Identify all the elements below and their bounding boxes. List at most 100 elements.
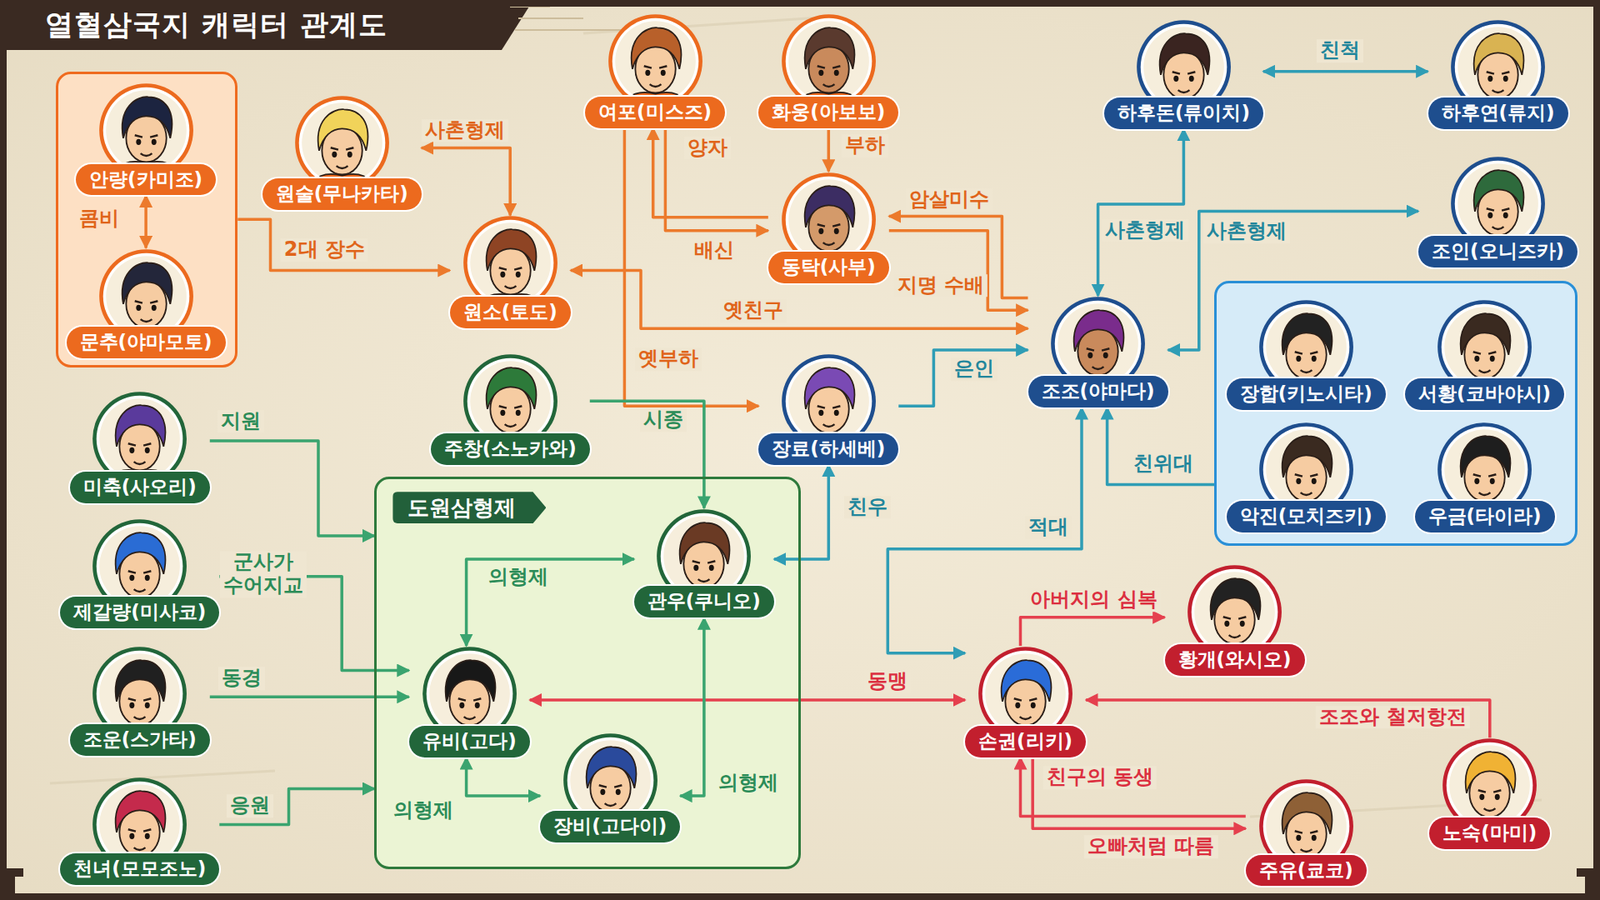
character-node: 노숙(마미) [1429,737,1550,850]
portrait-brows [330,147,354,150]
portrait-face [294,95,390,191]
character-node: 주유(쿄코) [1245,778,1367,886]
portrait-brows [643,65,667,68]
portrait-eye [459,702,465,709]
edge-label: 은인 [950,357,998,381]
portrait-brows [1295,474,1319,476]
edge-label-anchor: 친구의 동생 [1043,765,1157,790]
portrait-hair [1281,313,1332,355]
edge-label-anchor: 사촌형제 [1203,220,1290,244]
edge-label-anchor: 조조와 철저항전 [1315,705,1470,730]
relation-connector [1085,700,1490,738]
portrait-hair [1281,435,1332,478]
portrait-mouth [1492,90,1505,93]
portrait-eye [145,447,150,454]
name-pill: 여포(미스즈) [585,96,725,129]
portrait-mouth [140,153,152,156]
edge-label-anchor: 군사가 수어지교 [220,551,307,598]
portrait-mouth [504,286,516,290]
portrait-hair [317,109,368,151]
portrait-mouth [134,716,146,720]
character-node: 원소(토도) [450,215,571,328]
portrait-eye [1015,702,1020,709]
group-header: 도원삼형제 [392,491,546,524]
character-node: 주창(소노카와) [430,353,590,465]
edge-label-anchor: 콤비 [75,207,123,231]
edge-label-anchor: 아버지의 심복 [1026,588,1160,612]
portrait-brows [1086,348,1110,350]
edge-label-anchor: 부하 [841,134,889,158]
name-pill: 동탁(사부) [768,251,890,284]
portrait-eye [1224,620,1230,627]
character-node: 원술(무나카타) [262,95,422,210]
relation-connector [1032,757,1246,829]
portrait-hair [1074,310,1125,352]
name-pill: 원술(무나카타) [262,178,422,210]
portrait-hair [1474,170,1525,213]
name-pill: 장비(고다이) [540,810,680,843]
character-node: 여포(미스즈) [585,13,725,129]
portrait-mouth [822,424,835,427]
edge-label: 콤비 [75,207,123,231]
portrait-mouth [134,461,146,465]
name-pill: 악진(모치즈키) [1226,500,1386,533]
edge-label: 옛부하 [635,347,702,371]
portrait-hair [121,262,172,305]
portrait-brows [498,268,522,270]
name-pill: 제갈량(미사코) [60,596,220,629]
name-pill: 서황(코바야시) [1405,378,1565,410]
character-node: 서황(코바야시) [1405,299,1565,410]
portrait-brows [1473,351,1497,354]
edge-label-anchor: 은인 [950,357,998,381]
portrait-brows [1478,790,1502,793]
character-node: 악진(모치즈키) [1226,421,1386,533]
relation-connector [466,757,541,796]
portrait-eye [130,447,135,454]
relation-connector [237,219,450,270]
edge-label: 군사가 수어지교 [220,551,307,598]
character-portrait [607,13,704,110]
name-pill: 화웅(아보보) [758,96,899,129]
relation-connector [889,216,1029,299]
relation-connector [653,128,769,218]
edge-label-anchor: 친척 [1316,39,1364,63]
portrait-eye [1311,835,1317,841]
portrait-mouth [1020,716,1032,720]
portrait-mouth [604,803,616,806]
character-node: 천녀(모모조노) [60,776,220,885]
portrait-hair [1001,660,1052,702]
portrait-hair [1474,33,1525,75]
portrait-eye [818,227,824,234]
portrait-eye [1487,75,1493,82]
portrait-mouth [1300,492,1312,495]
portrait-eye [1490,477,1495,484]
portrait-back [780,13,877,110]
edge-label-anchor: 사촌형제 [1101,219,1189,243]
name-pill: 조인(오니즈카) [1418,235,1578,268]
portrait-eye [1173,75,1179,82]
relation-connector [421,148,511,216]
portrait-eye [500,409,505,415]
portrait-mouth [649,84,661,87]
portrait-eye [1474,355,1480,361]
edge-label: 아버지의 심복 [1026,588,1160,612]
portrait-hair [115,405,166,447]
relation-connector [219,789,375,825]
portrait-brows [1223,616,1247,619]
portrait-mouth [1229,635,1241,638]
portrait-hair [115,532,166,575]
portrait-mouth [1492,227,1505,230]
portrait-eye [150,139,156,145]
portrait-eye [346,151,352,158]
edge-label: 친위대 [1130,452,1197,476]
edge-label-anchor: 옛친구 [720,300,787,324]
character-node: 화웅(아보보) [758,13,899,129]
portrait-eye [833,409,839,415]
edge-label: 지명 수배 [894,274,988,298]
character-node: 손권(리키) [965,645,1086,758]
edge-label: 2대 장수 [280,238,369,262]
portrait-eye [130,833,135,840]
name-pill: 관우(쿠니오) [634,585,775,618]
portrait-mouth [134,847,146,850]
portrait-brows [134,300,158,303]
